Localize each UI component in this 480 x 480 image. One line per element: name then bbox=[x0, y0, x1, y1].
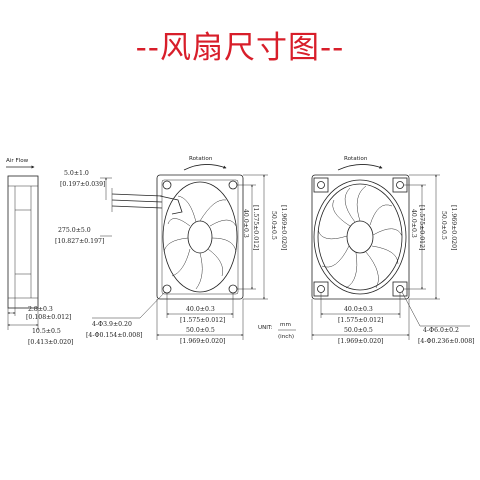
back-rotation-label: Rotation bbox=[344, 156, 368, 162]
front-v-outer-dim-inch: [1.969±0.020] bbox=[280, 205, 287, 250]
back-rotation-arrow bbox=[337, 164, 383, 171]
unit-inch: (inch) bbox=[278, 334, 294, 340]
lead-wire-2 bbox=[111, 199, 163, 203]
page-title: --风扇尺寸图-- bbox=[135, 30, 345, 66]
back-pad-tl bbox=[313, 177, 329, 193]
front-v-hole-dim-inch: [1.575±0.012] bbox=[252, 205, 259, 250]
back-frame bbox=[311, 174, 410, 300]
back-v-outer-dim-inch: [1.969±0.020] bbox=[450, 205, 457, 250]
side-profile-body bbox=[7, 175, 39, 309]
front-h-hole-dim: 40.0±0.3 bbox=[186, 306, 215, 313]
front-mount-hole-tl bbox=[162, 180, 172, 190]
back-mount-hole-tr bbox=[396, 181, 404, 189]
lead-wire-3 bbox=[111, 205, 163, 209]
front-rotation-arrow bbox=[183, 164, 227, 171]
back-v-hole-dim: 40.0±0.3 bbox=[410, 209, 417, 238]
front-hole-note: 4-Φ3.9±0.20 bbox=[92, 321, 132, 328]
lead-long-dim-inch: [10.827±0.197] bbox=[55, 238, 104, 245]
front-rotor-outline bbox=[162, 181, 238, 293]
lead-long-dim: 275.0±5.0 bbox=[58, 227, 91, 234]
side-thickness-dim-inch: [0.108±0.012] bbox=[26, 314, 71, 321]
side-thickness-dim: 2.8±0.3 bbox=[28, 306, 53, 313]
front-hub bbox=[187, 220, 213, 254]
back-v-hole-dim-inch: [1.575±0.012] bbox=[418, 205, 425, 250]
front-v-outer-dim: 50.0±0.5 bbox=[270, 211, 277, 240]
front-view: 5.0±1.0 [0.197±0.039] 275.0±5.0 [10.827±… bbox=[55, 156, 296, 345]
back-hole-note: 4-Φ6.0±0.2 bbox=[423, 327, 459, 334]
back-mount-hole-tl bbox=[317, 181, 325, 189]
back-v-outer-dim: 50.0±0.5 bbox=[440, 211, 447, 240]
lead-short-dim-inch: [0.197±0.039] bbox=[60, 181, 105, 188]
front-mount-hole-br bbox=[228, 284, 238, 294]
back-view: Rotation bbox=[311, 156, 475, 345]
front-h-outer-dim: 50.0±0.5 bbox=[186, 327, 215, 334]
front-h-hole-dim-inch: [1.575±0.012] bbox=[180, 317, 225, 324]
back-h-outer-dim: 50.0±0.5 bbox=[344, 327, 373, 334]
unit-label: UNIT: bbox=[258, 325, 273, 331]
side-depth-dim: 10.5±0.5 bbox=[32, 328, 61, 335]
lead-short-dim: 5.0±1.0 bbox=[64, 170, 89, 177]
side-view: Air Flow 2.8±0.3 [0.108±0.012] 10.5±0.5 … bbox=[6, 158, 73, 346]
back-hole-note-inch: [4-Φ0.236±0.008] bbox=[418, 338, 475, 345]
back-h-outer-dim-inch: [1.969±0.020] bbox=[338, 338, 383, 345]
front-blades bbox=[163, 195, 237, 290]
front-h-outer-dim-inch: [1.969±0.020] bbox=[180, 338, 225, 345]
unit-mm: mm bbox=[280, 322, 291, 328]
front-v-hole-dim: 40.0±0.3 bbox=[242, 209, 249, 238]
back-rotor-outline bbox=[313, 179, 407, 295]
front-wire-exit bbox=[159, 195, 183, 215]
front-mount-hole-tr bbox=[228, 180, 238, 190]
back-h-hole-dim: 40.0±0.3 bbox=[344, 306, 373, 313]
side-depth-dim-inch: [0.413±0.020] bbox=[28, 339, 73, 346]
back-h-hole-dim-inch: [1.575±0.012] bbox=[338, 317, 383, 324]
back-hub bbox=[346, 220, 374, 254]
lead-wire-1 bbox=[111, 193, 163, 197]
front-frame bbox=[156, 174, 244, 300]
air-flow-label: Air Flow bbox=[6, 158, 29, 164]
front-mount-hole-bl bbox=[162, 284, 172, 294]
front-hole-note-inch: [4-Φ0.154±0.008] bbox=[86, 332, 143, 339]
back-mount-hole-bl bbox=[317, 285, 325, 293]
front-rotation-label: Rotation bbox=[189, 156, 213, 162]
back-blades bbox=[317, 185, 403, 289]
back-mount-hole-br bbox=[396, 285, 404, 293]
